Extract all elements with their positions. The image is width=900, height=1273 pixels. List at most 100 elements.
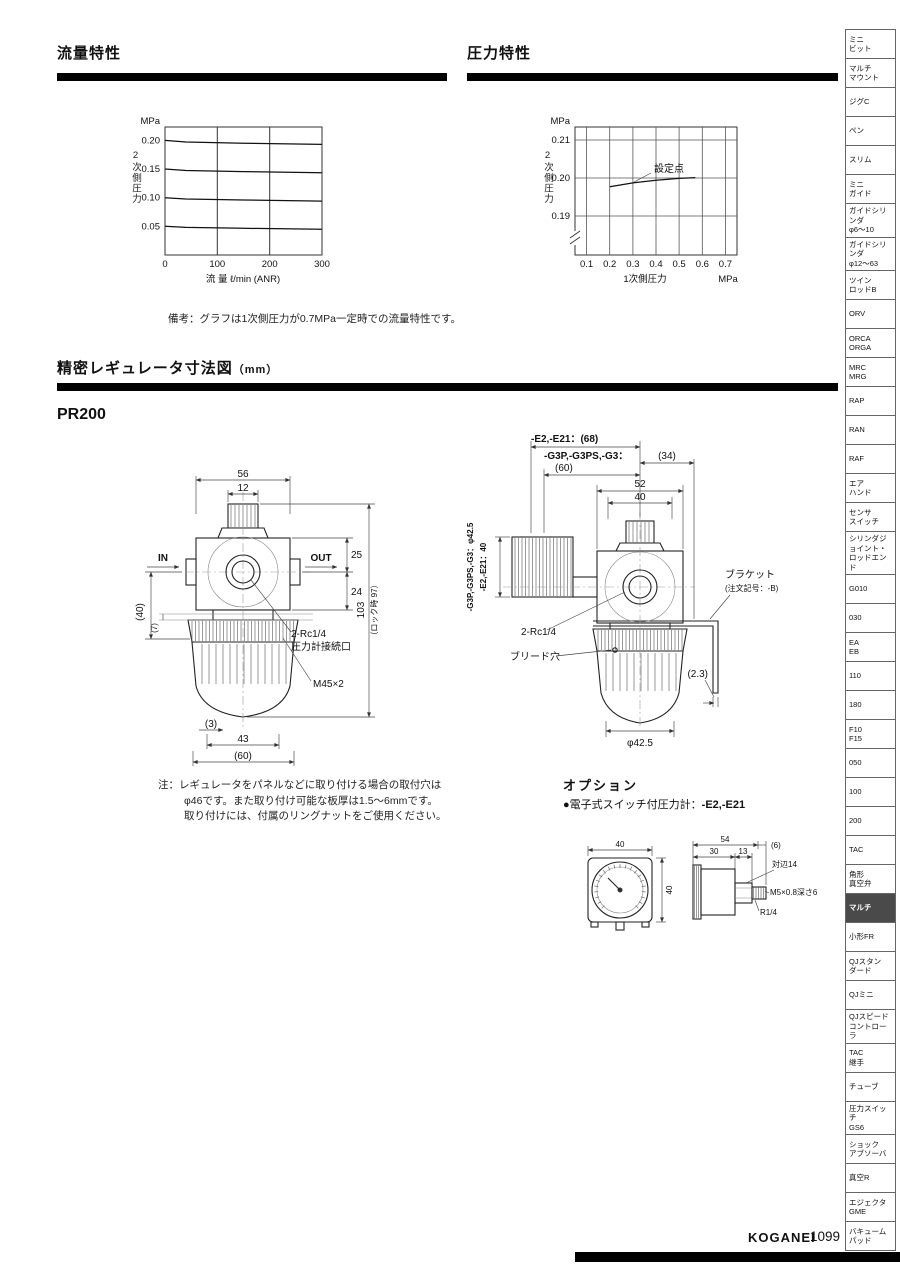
side-dimension-lines <box>498 445 715 733</box>
pressure-title-bar <box>467 73 838 81</box>
sidebar-item-34[interactable]: TAC 継手 <box>845 1042 896 1073</box>
pressure-ytick-2: 0.19 <box>552 211 571 222</box>
sidebar-item-38[interactable]: 真空R <box>845 1163 896 1193</box>
sidebar-item-13[interactable]: RAN <box>845 415 896 445</box>
bracket-plate <box>593 620 719 694</box>
axis-break-tick-1 <box>569 230 581 239</box>
pressure-xtick-1: 0.2 <box>603 259 616 270</box>
sidebar-item-17[interactable]: シリンダジョイント・ ロッドエンド <box>845 531 896 575</box>
dim-40-label: (40) <box>135 603 146 621</box>
sidebar-item-24[interactable]: 050 <box>845 748 896 778</box>
sidebar-item-22[interactable]: 180 <box>845 690 896 720</box>
sidebar-item-29[interactable]: マルチ <box>845 893 896 923</box>
dim-40-side-label: 40 <box>634 492 646 503</box>
pressure-xtick-4: 0.5 <box>672 259 685 270</box>
sidebar-item-35[interactable]: チューブ <box>845 1071 896 1102</box>
pressure-xtick-6: 0.7 <box>719 259 732 270</box>
sidebar-item-16[interactable]: センサ スイッチ <box>845 502 896 532</box>
dim-25-label: 25 <box>351 550 363 561</box>
dr-knob-ribs <box>628 522 650 542</box>
pressure-ylabel: 2次側圧力 <box>542 150 553 204</box>
sidebar-item-3[interactable]: ペン <box>845 116 896 146</box>
dim-3-label: (3) <box>205 719 217 730</box>
sidebar-item-32[interactable]: QJミニ <box>845 980 896 1010</box>
sidebar-item-31[interactable]: QJスタン ダード <box>845 951 896 981</box>
sidebar-item-12[interactable]: RAP <box>845 386 896 416</box>
sidebar-item-30[interactable]: 小形FR <box>845 922 896 952</box>
thread-leader <box>282 637 312 682</box>
sidebar-item-39[interactable]: エジェクタ GME <box>845 1192 896 1222</box>
dr-nut-ribs <box>597 630 683 650</box>
dims-unit-text: （mm） <box>232 364 279 376</box>
sidebar-item-21[interactable]: 110 <box>845 661 896 691</box>
sidebar-item-6[interactable]: ガイドシリンダ φ6～10 <box>845 203 896 238</box>
sidebar-item-28[interactable]: 角形 真空弁 <box>845 864 896 894</box>
side-port-inner <box>628 575 652 599</box>
dim-30-label: 30 <box>710 847 719 856</box>
sidebar-item-25[interactable]: 100 <box>845 777 896 807</box>
sidebar-item-0[interactable]: ミニ ビット <box>845 29 896 59</box>
dims-section-title: 精密レギュレータ寸法図（mm） <box>57 357 278 378</box>
port-label-line1: 2-Rc1/4 <box>291 629 326 640</box>
side-e2-label: -E2,-E21：40 <box>479 542 488 591</box>
flow-series <box>164 139 323 230</box>
mount-note-line2: φ46です。また取り付け可能な板厚は1.5～6mmです。 <box>184 794 438 807</box>
dim-g3p-60-label: (60) <box>555 463 573 474</box>
side-port-leader <box>546 591 626 631</box>
sidebar-item-40[interactable]: バキューム パッド <box>845 1221 896 1251</box>
pressure-xlabel: 1次側圧力 <box>623 273 666 285</box>
option-gauge-side: 54 (6) 30 13 対辺14 M5×0.8深さ6 R1/4 <box>692 835 818 920</box>
dr-gauge-ribs <box>514 538 572 596</box>
regulator-side-outline <box>511 520 688 724</box>
hex-leader <box>745 869 775 884</box>
sidebar-item-7[interactable]: ガイドシリンダ φ12～63 <box>845 236 896 271</box>
sidebar-item-1[interactable]: マルチ マウント <box>845 58 896 88</box>
flow-xtick-1: 100 <box>209 259 225 270</box>
footer-bar <box>575 1252 900 1262</box>
front-dimension-lines <box>149 478 371 764</box>
sidebar-item-10[interactable]: ORCA ORGA <box>845 328 896 358</box>
sidebar-item-23[interactable]: F10 F15 <box>845 719 896 749</box>
side-port-outer <box>622 569 658 605</box>
mount-note-line1: 注：レギュレータをパネルなどに取り付ける場合の取付穴は <box>158 779 442 791</box>
dim-2-3-label: (2.3) <box>687 669 708 680</box>
dim-52-label: 52 <box>634 479 646 490</box>
option-subtitle-prefix: ●電子式スイッチ付圧力計： <box>563 799 702 811</box>
mount-note: 注：レギュレータをパネルなどに取り付ける場合の取付穴は φ46です。また取り付け… <box>158 778 447 825</box>
sidebar-item-2[interactable]: ジグC <box>845 87 896 117</box>
dim-12-label: 12 <box>237 483 249 494</box>
side-mount-circle <box>604 551 676 623</box>
sidebar-item-20[interactable]: EA EB <box>845 632 896 662</box>
sidebar-item-11[interactable]: MRC MRG <box>845 357 896 387</box>
sidebar-item-27[interactable]: TAC <box>845 835 896 865</box>
out-label: OUT <box>310 553 331 564</box>
sidebar-item-18[interactable]: G010 <box>845 574 896 604</box>
axis-break-tick-2 <box>569 236 581 245</box>
sidebar-item-14[interactable]: RAF <box>845 444 896 474</box>
pressure-series <box>609 176 696 188</box>
flow-ytick-3: 0.05 <box>142 221 161 232</box>
sidebar-item-9[interactable]: ORV <box>845 299 896 329</box>
drawing-front: 56 12 25 24 103 （ロック時 97） (40) (7) IN OU… <box>135 469 379 766</box>
sidebar-item-5[interactable]: ミニ ガイド <box>845 174 896 204</box>
sidebar-item-33[interactable]: QJスピード コントローラ <box>845 1009 896 1044</box>
sidebar-item-26[interactable]: 200 <box>845 806 896 836</box>
sidebar-item-4[interactable]: スリム <box>845 145 896 175</box>
flow-ylabel: 2次側圧力 <box>130 150 141 204</box>
flow-plot-frame <box>164 126 323 256</box>
model-label: PR200 <box>57 406 106 423</box>
gauge-side-stem <box>751 886 767 900</box>
sidebar-item-37[interactable]: ショック アブソーバ <box>845 1134 896 1164</box>
flow-section-title: 流量特性 <box>57 45 122 62</box>
sidebar-item-19[interactable]: 030 <box>845 603 896 633</box>
sidebar-item-36[interactable]: 圧力スイッチ GS6 <box>845 1100 896 1135</box>
flow-ytick-0: 0.20 <box>142 135 161 146</box>
in-label: IN <box>158 553 168 564</box>
gauge-side-hex <box>734 882 753 904</box>
pressure-ytick-1: 0.20 <box>552 173 571 184</box>
sidebar-item-8[interactable]: ツイン ロッドB <box>845 270 896 300</box>
pipe-thread-leader <box>754 899 760 912</box>
pressure-ytick-0: 0.21 <box>552 135 571 146</box>
gauge-mount-circle <box>207 536 279 608</box>
sidebar-item-15[interactable]: エア ハンド <box>845 473 896 503</box>
